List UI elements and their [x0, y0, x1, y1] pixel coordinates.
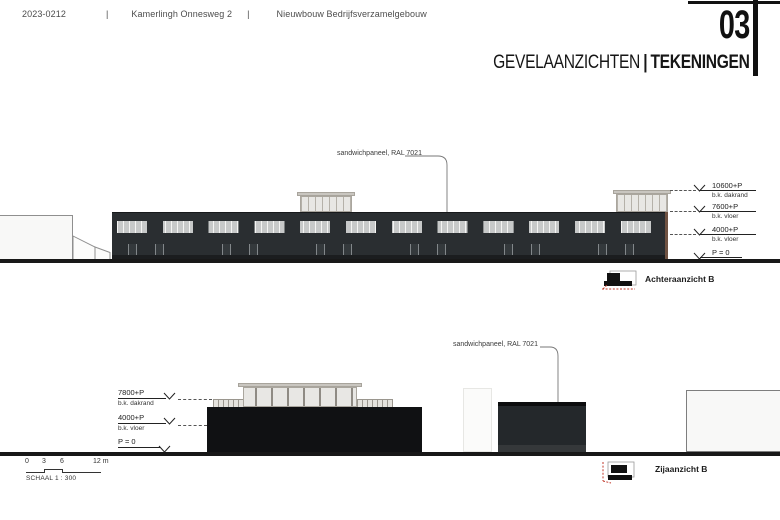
view-label-zijaanzicht: Zijaanzicht B	[655, 464, 708, 474]
level-underline-7800	[118, 398, 166, 399]
ground-line-top	[0, 259, 780, 263]
rooftop-slab-bottom	[238, 383, 362, 387]
context-building-right	[686, 390, 780, 452]
scale-tick-12: 12 m	[93, 458, 109, 465]
level-mark-p0-top-icon	[693, 252, 706, 260]
level-sublabel-7600: b.k. vloer	[712, 213, 739, 220]
building2-roof-band	[498, 402, 586, 406]
titleblock-vertical-bar	[753, 0, 758, 76]
scale-label: SCHAAL 1 : 300	[26, 475, 77, 482]
scale-bar-connector-1	[44, 468, 46, 473]
facade-corner-trim	[665, 212, 668, 260]
project-number: 2023-0212	[22, 9, 66, 19]
scale-tick-6: 6	[60, 458, 64, 465]
sheet-number: 03	[718, 3, 749, 47]
level-mark-7800-icon	[163, 392, 176, 400]
level-underline-4000-bottom	[118, 423, 166, 424]
level-leader-7800	[178, 399, 212, 400]
scale-bar-segment-2	[44, 468, 62, 470]
rooftop-structure-b-slab	[613, 190, 671, 194]
sheet-title: GEVELAANZICHTEN|TEKENINGEN	[493, 51, 751, 74]
rooftop-structure-a-slab	[297, 192, 355, 196]
level-value-4000: 4000+P	[712, 225, 739, 234]
rooftop-wing-left	[213, 399, 243, 408]
project-address: Kamerlingh Onnesweg 2	[131, 9, 233, 19]
view-icon-achteraanzicht	[602, 270, 637, 290]
scale-bar-connector-2	[62, 468, 64, 473]
level-value-7600: 7600+P	[712, 202, 739, 211]
level-underline-4000	[700, 234, 756, 235]
annotation-sandwichpaneel-top: sandwichpaneel, RAL 7021	[337, 150, 422, 157]
context-building-faint	[463, 388, 492, 452]
level-sublabel-7800: b.k. dakrand	[118, 400, 154, 407]
view-label-achteraanzicht: Achteraanzicht B	[645, 274, 715, 284]
level-value-p0-bottom: P = 0	[118, 437, 136, 446]
leader-line-top	[405, 155, 448, 212]
rooftop-clerestory-bottom	[243, 387, 357, 407]
level-mark-10600-icon	[693, 184, 706, 192]
level-underline-7600	[700, 211, 756, 212]
level-underline-10600	[700, 190, 756, 191]
facade-window-row	[117, 221, 666, 233]
level-value-p0-top: P = 0	[712, 248, 730, 257]
header-separator-2: |	[247, 9, 250, 19]
titleblock-top-rule	[688, 1, 780, 4]
sheet-title-category: TEKENINGEN	[650, 51, 750, 73]
leader-line-bottom	[540, 346, 559, 403]
context-building-slopes	[73, 235, 111, 260]
project-name: Nieuwbouw Bedrijfsverzamelgebouw	[276, 9, 427, 19]
level-mark-4000-bottom-icon	[163, 417, 176, 425]
facade-plinth	[112, 255, 668, 260]
level-sublabel-10600: b.k. dakrand	[712, 192, 748, 199]
level-value-4000-bottom: 4000+P	[118, 413, 145, 422]
building2-plinth	[498, 445, 586, 452]
scale-bar-segment-1	[26, 472, 44, 474]
ground-line-bottom	[0, 452, 780, 456]
level-value-7800: 7800+P	[118, 388, 145, 397]
rooftop-structure-b	[616, 194, 668, 212]
rooftop-structure-a	[300, 196, 352, 212]
level-sublabel-4000-bottom: b.k. vloer	[118, 425, 145, 432]
level-leader-4000-bottom	[178, 425, 207, 426]
sheet-title-main: GEVELAANZICHTEN	[493, 51, 641, 73]
level-underline-p0-bottom	[118, 447, 160, 448]
header-separator: |	[105, 9, 109, 19]
scale-tick-3: 3	[42, 458, 46, 465]
building-black-side	[207, 407, 422, 452]
view-icon-zijaanzicht	[602, 461, 635, 484]
level-underline-p0-top	[700, 257, 742, 258]
level-mark-p0-bottom-icon	[158, 445, 171, 453]
sheet-title-separator: |	[643, 51, 648, 73]
level-value-10600: 10600+P	[712, 181, 743, 190]
scale-bar-segment-3	[62, 472, 101, 474]
building2-facade	[498, 406, 586, 445]
level-leader-4000	[670, 234, 696, 235]
annotation-sandwichpaneel-bottom: sandwichpaneel, RAL 7021	[453, 341, 538, 348]
level-mark-4000-icon	[693, 228, 706, 236]
level-mark-7600-icon	[693, 205, 706, 213]
scale-tick-0: 0	[25, 458, 29, 465]
rooftop-wing-right	[357, 399, 393, 408]
context-building-left	[0, 215, 73, 260]
level-sublabel-4000: b.k. vloer	[712, 236, 739, 243]
level-leader-7600	[670, 211, 696, 212]
level-leader-10600	[670, 190, 696, 191]
header-info: 2023-0212 | Kamerlingh Onnesweg 2 | Nieu…	[22, 9, 427, 19]
